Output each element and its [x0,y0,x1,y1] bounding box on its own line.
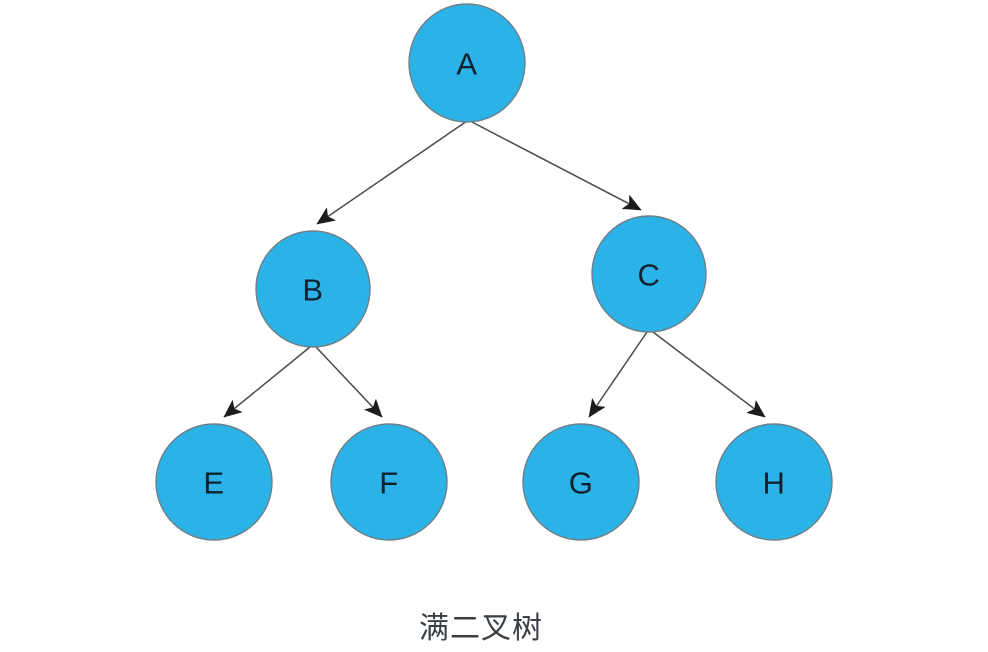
edges-layer [223,120,766,418]
edge-c-g [588,331,648,418]
edge-line [588,331,648,418]
tree-node-g[interactable]: G [522,423,640,541]
edge-b-e [223,346,311,418]
edge-b-f [315,346,383,418]
edge-line [469,120,642,211]
node-label: H [763,466,786,501]
nodes-layer: A B C E F G H [155,3,833,541]
edge-line [652,331,766,418]
edge-a-b [316,120,468,225]
node-label: F [379,466,398,501]
tree-node-a[interactable]: A [408,3,526,123]
edge-line [315,346,383,418]
tree-node-e[interactable]: E [155,423,273,541]
node-shape[interactable] [715,423,833,541]
node-label: E [203,466,224,501]
node-label: A [456,47,477,82]
tree-node-b[interactable]: B [255,230,371,348]
diagram-caption: 满二叉树 [419,612,543,645]
node-label: C [638,258,661,293]
arrow-head-icon [364,399,383,418]
node-shape[interactable] [591,215,707,333]
edge-c-h [652,331,766,418]
node-label: G [569,466,594,501]
arrow-head-icon [622,195,642,211]
edge-a-c [469,120,642,211]
node-shape[interactable] [255,230,371,348]
tree-node-h[interactable]: H [715,423,833,541]
tree-node-c[interactable]: C [591,215,707,333]
arrow-head-icon [223,400,243,418]
arrow-head-icon [746,400,766,418]
edge-line [316,120,468,225]
node-shape[interactable] [522,423,640,541]
arrow-head-icon [316,207,336,225]
node-shape[interactable] [155,423,273,541]
node-shape[interactable] [330,423,448,541]
node-label: B [302,273,323,308]
arrow-head-icon [588,398,606,418]
tree-node-f[interactable]: F [330,423,448,541]
node-shape[interactable] [408,3,526,123]
edge-line [223,346,311,418]
